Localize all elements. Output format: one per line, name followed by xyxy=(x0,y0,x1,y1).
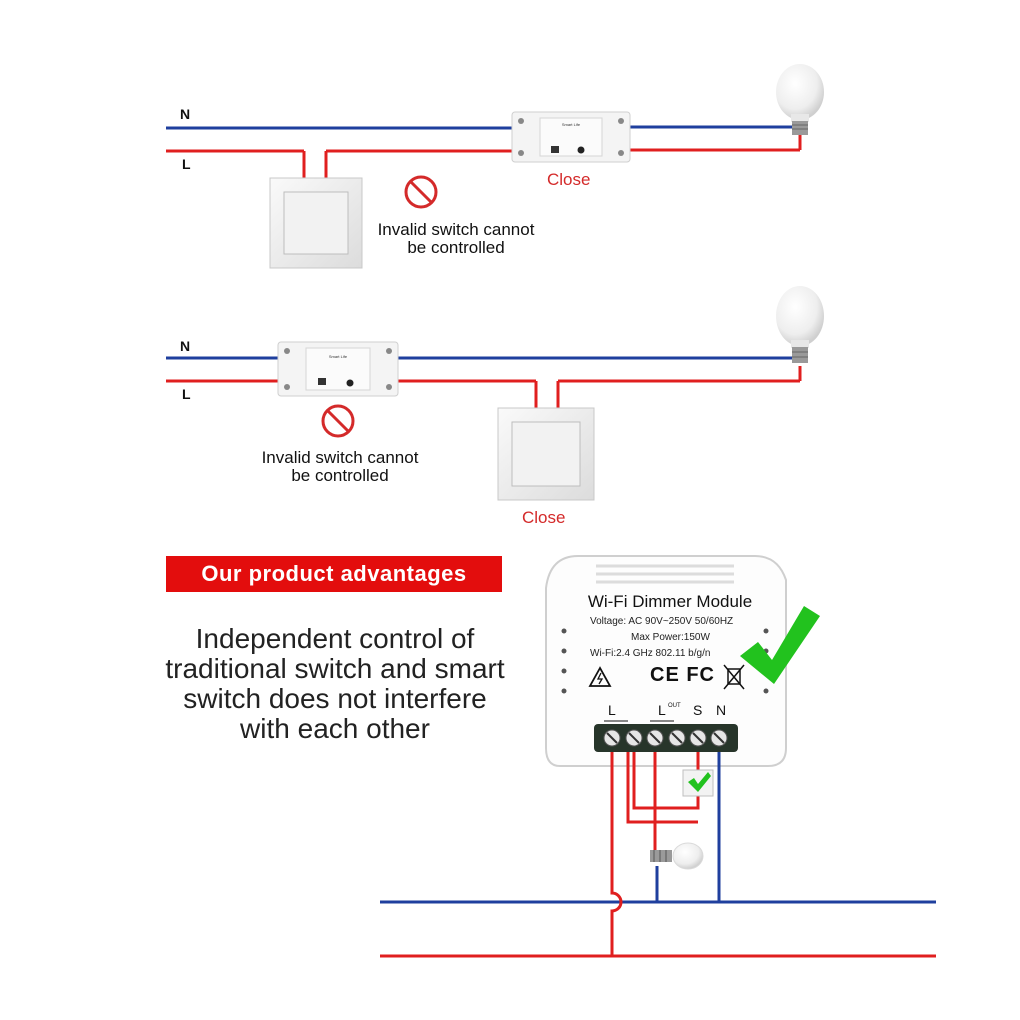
warning-text: Invalid switch cannot be controlled xyxy=(238,449,442,485)
prohibited-icon xyxy=(321,404,355,438)
device-brand: Smart Life xyxy=(329,354,348,359)
close-label: Close xyxy=(522,508,566,527)
close-label: Close xyxy=(547,170,591,189)
certification-marks: CE FC xyxy=(650,664,715,686)
live-label: L xyxy=(182,386,191,402)
light-bulb xyxy=(776,286,824,363)
check-mark-icon xyxy=(740,606,820,684)
small-switch-check xyxy=(682,769,714,797)
terminal-lout-sup: OUT xyxy=(668,703,681,709)
module-wifi: Wi-Fi:2.4 GHz 802.11 b/g/n xyxy=(590,648,711,659)
smart-switch: Smart Life xyxy=(277,341,399,397)
advantages-line-2: traditional switch and smart xyxy=(165,653,505,684)
terminal-s-label: S xyxy=(693,702,703,718)
device-brand: Smart Life xyxy=(562,122,581,127)
terminal-lout-label: L xyxy=(658,702,666,718)
module-title: Wi-Fi Dimmer Module xyxy=(587,592,753,611)
warning-line-1: Invalid switch cannot xyxy=(377,220,535,239)
terminal-block xyxy=(594,720,738,752)
diagram-1: Smart Life xyxy=(166,64,824,269)
bottom-wiring xyxy=(380,752,936,958)
advantages-text: Independent control of traditional switc… xyxy=(120,624,550,744)
live-label: L xyxy=(182,156,191,172)
weee-bin-icon xyxy=(723,664,745,690)
warning-line-2: be controlled xyxy=(407,238,505,257)
neutral-label: N xyxy=(180,338,191,354)
prohibited-icon xyxy=(404,175,438,209)
warning-text: Invalid switch cannot be controlled xyxy=(356,221,556,257)
terminal-l-label: L xyxy=(608,702,616,718)
neutral-label: N xyxy=(180,106,191,122)
wall-switch xyxy=(497,407,595,501)
advantages-line-4: with each other xyxy=(240,713,430,744)
diagram-2: Smart Life xyxy=(166,286,824,501)
terminal-n-label: N xyxy=(716,702,727,718)
module-voltage: Voltage: AC 90V~250V 50/60HZ xyxy=(590,616,734,627)
electric-hazard-icon xyxy=(588,666,612,687)
dimmer-module xyxy=(545,555,787,767)
advantages-banner: Our product advantages xyxy=(166,556,502,592)
smart-switch: Smart Life xyxy=(511,111,631,163)
wall-switch xyxy=(269,177,363,269)
advantages-line-1: Independent control of xyxy=(195,623,475,654)
module-power: Max Power:150W xyxy=(631,632,710,643)
small-light-bulb xyxy=(650,842,704,870)
warning-line-1: Invalid switch cannot xyxy=(261,448,419,467)
light-bulb xyxy=(776,64,824,135)
advantages-line-3: switch does not interfere xyxy=(183,683,487,714)
warning-line-2: be controlled xyxy=(291,466,389,485)
